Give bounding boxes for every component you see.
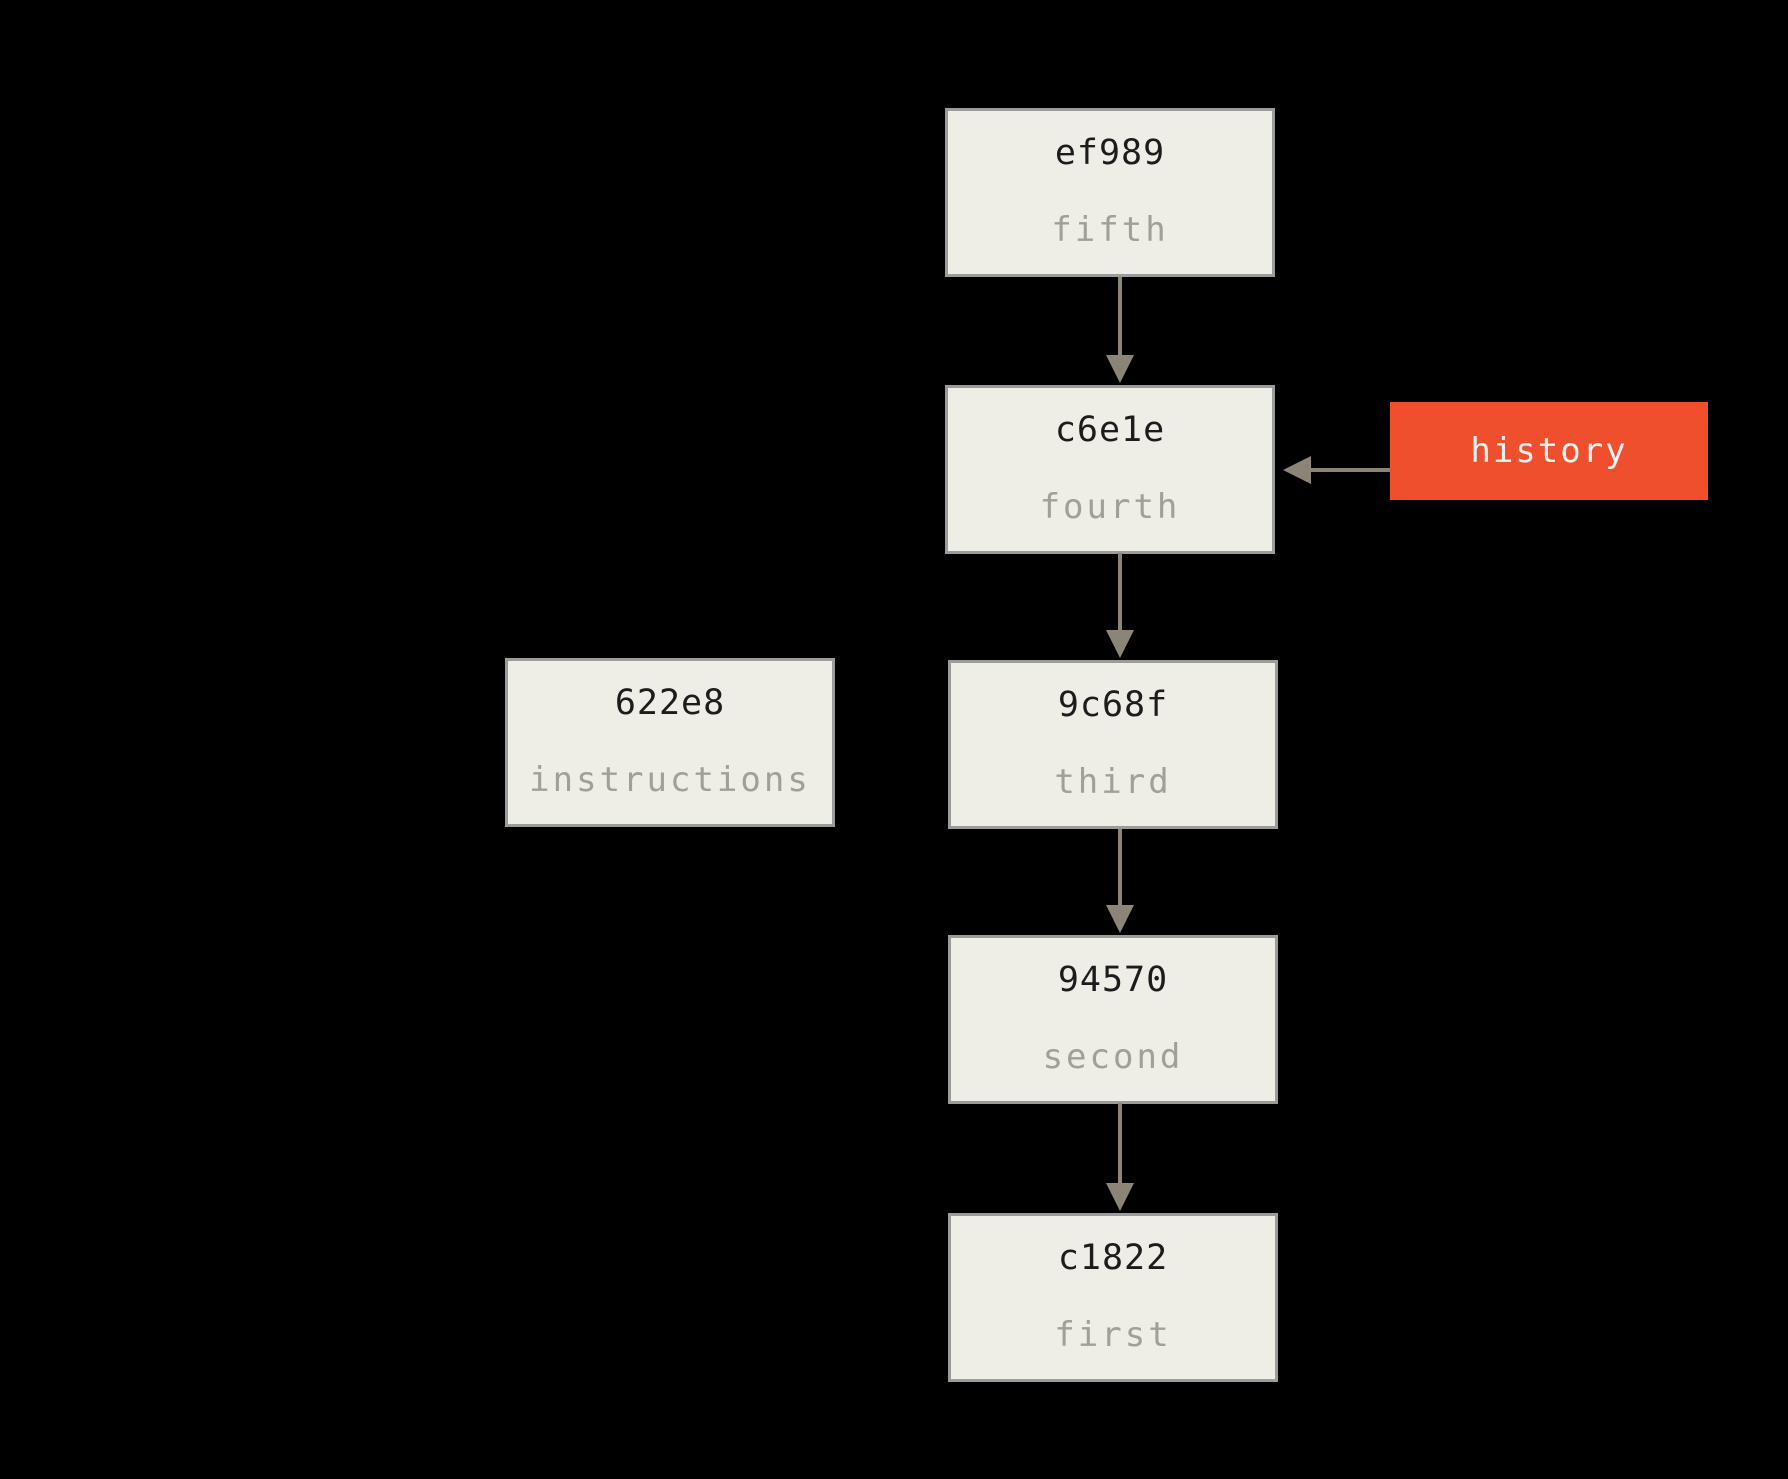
arrow-c6e1e-to-9c68f xyxy=(1106,553,1134,658)
commit-hash: c6e1e xyxy=(1054,410,1166,450)
arrowhead-down-icon xyxy=(1106,905,1134,933)
commit-hash: 94570 xyxy=(1057,960,1169,1000)
commit-message: second xyxy=(1042,1037,1184,1077)
commit-message: instructions xyxy=(529,760,811,800)
commit-hash: c1822 xyxy=(1057,1238,1169,1278)
commit-box-622e8: 622e8 instructions xyxy=(505,658,835,827)
arrow-shaft xyxy=(1118,277,1122,357)
arrowhead-down-icon xyxy=(1106,355,1134,383)
arrow-ef989-to-c6e1e xyxy=(1106,277,1134,383)
commit-message: fifth xyxy=(1051,210,1169,250)
commit-message: fourth xyxy=(1039,487,1181,527)
arrow-9c68f-to-94570 xyxy=(1106,829,1134,933)
arrow-shaft xyxy=(1118,1103,1122,1185)
arrow-shaft xyxy=(1118,829,1122,907)
commit-box-c1822: c1822 first xyxy=(948,1213,1278,1382)
commit-box-94570: 94570 second xyxy=(948,935,1278,1104)
commit-box-9c68f: 9c68f third xyxy=(948,660,1278,829)
commit-box-ef989: ef989 fifth xyxy=(945,108,1275,277)
arrowhead-down-icon xyxy=(1106,630,1134,658)
arrow-shaft xyxy=(1118,553,1122,632)
commit-hash: ef989 xyxy=(1054,133,1166,173)
commit-hash: 622e8 xyxy=(614,683,726,723)
commit-box-c6e1e: c6e1e fourth xyxy=(945,385,1275,554)
branch-ref-label: history xyxy=(1470,431,1628,471)
branch-ref-history: history xyxy=(1390,402,1708,500)
arrow-shaft xyxy=(1309,468,1390,472)
commit-hash: 9c68f xyxy=(1057,685,1169,725)
commit-message: first xyxy=(1054,1315,1172,1355)
arrow-94570-to-c1822 xyxy=(1106,1103,1134,1211)
arrowhead-down-icon xyxy=(1106,1183,1134,1211)
commit-message: third xyxy=(1054,762,1172,802)
arrow-history-to-c6e1e xyxy=(1283,456,1390,484)
arrowhead-left-icon xyxy=(1283,456,1311,484)
